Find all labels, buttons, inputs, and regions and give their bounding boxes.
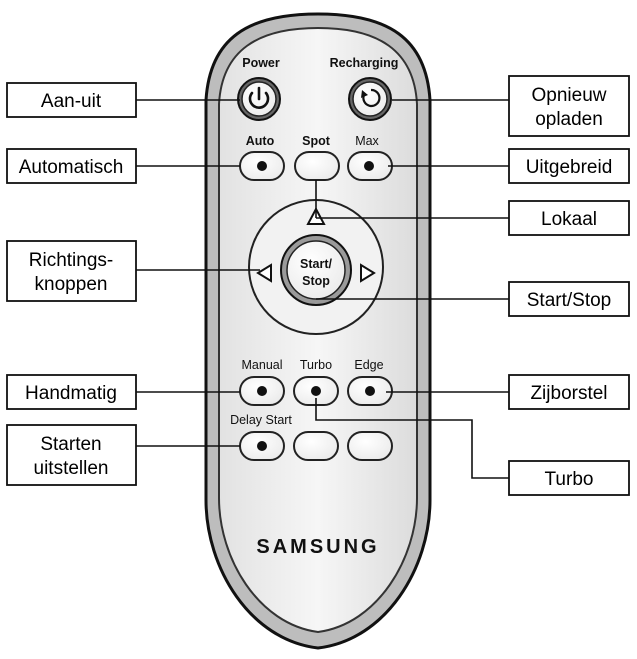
svg-text:Start/Stop: Start/Stop [527, 290, 612, 311]
edge-label: Edge [354, 358, 383, 372]
power-icon [248, 86, 270, 109]
power-button[interactable] [237, 77, 281, 121]
callout-zijborstel: Zijborstel [508, 374, 630, 410]
edge-button[interactable] [347, 376, 393, 406]
dot-icon [257, 441, 267, 451]
callout-automatisch: Automatisch [6, 148, 137, 184]
callout-start-stop: Start/Stop [508, 281, 630, 317]
recharge-icon [361, 88, 381, 108]
svg-text:Lokaal: Lokaal [541, 209, 597, 230]
triangle-left-icon [256, 263, 272, 283]
callout-opnieuw-opladen: Opnieuw opladen [508, 75, 630, 137]
delay-start-label: Delay Start [230, 413, 292, 427]
svg-text:Automatisch: Automatisch [19, 157, 124, 178]
callout-richtingsknoppen: Richtings- knoppen [6, 240, 137, 302]
svg-text:knoppen: knoppen [35, 274, 108, 295]
callout-handmatig: Handmatig [6, 374, 137, 410]
svg-text:Zijborstel: Zijborstel [530, 383, 607, 404]
blank-button-1[interactable] [293, 431, 339, 461]
spot-label: Spot [302, 134, 331, 148]
left-button[interactable] [256, 263, 272, 283]
recharging-button[interactable] [348, 77, 392, 121]
callout-lokaal: Lokaal [508, 200, 630, 236]
svg-text:opladen: opladen [535, 109, 603, 130]
leader-lines [136, 99, 509, 479]
dot-icon [257, 161, 267, 171]
auto-label: Auto [246, 134, 275, 148]
spot-button[interactable] [294, 151, 340, 181]
blank-button-2[interactable] [347, 431, 393, 461]
max-button[interactable] [347, 151, 393, 181]
delay-start-button[interactable] [239, 431, 285, 461]
recharging-label: Recharging [330, 56, 399, 70]
brand-logo: SAMSUNG [256, 536, 379, 558]
start-stop-label-line1: Start/ [300, 257, 332, 271]
dot-icon [365, 386, 375, 396]
callout-turbo: Turbo [508, 460, 630, 496]
svg-text:Starten: Starten [40, 434, 101, 455]
svg-text:Opnieuw: Opnieuw [532, 85, 607, 106]
dot-icon [364, 161, 374, 171]
turbo-label: Turbo [300, 358, 332, 372]
svg-text:Aan-uit: Aan-uit [41, 91, 102, 112]
power-label: Power [242, 56, 280, 70]
right-button[interactable] [360, 263, 376, 283]
callout-starten-uitstellen: Starten uitstellen [6, 424, 137, 486]
triangle-right-icon [360, 263, 376, 283]
manual-button[interactable] [239, 376, 285, 406]
max-label: Max [355, 134, 379, 148]
svg-text:Uitgebreid: Uitgebreid [526, 157, 613, 178]
svg-text:Richtings-: Richtings- [29, 250, 113, 271]
svg-text:Handmatig: Handmatig [25, 383, 117, 404]
start-stop-button[interactable] [280, 234, 352, 306]
svg-text:Turbo: Turbo [545, 469, 594, 490]
manual-label: Manual [242, 358, 283, 372]
auto-button[interactable] [239, 151, 285, 181]
dot-icon [311, 386, 321, 396]
callout-aan-uit: Aan-uit [6, 82, 137, 118]
svg-text:uitstellen: uitstellen [34, 458, 109, 479]
dot-icon [257, 386, 267, 396]
callout-uitgebreid: Uitgebreid [508, 148, 630, 184]
start-stop-label-line2: Stop [302, 274, 330, 288]
